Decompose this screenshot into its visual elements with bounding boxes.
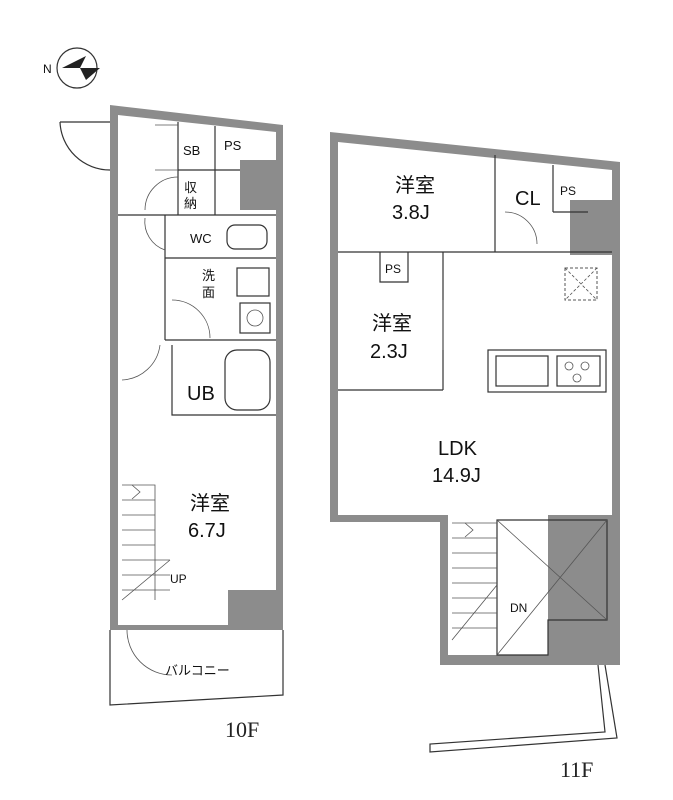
column-10F-top — [240, 160, 276, 210]
column-11F-bottom — [548, 622, 612, 655]
column-10F-bottom — [228, 590, 276, 625]
room-storage: 収納 — [184, 180, 197, 211]
stair-treads — [121, 484, 171, 601]
kitchen-sink-icon — [495, 355, 549, 387]
room-ldk-size: 14.9J — [432, 465, 481, 487]
stairs-11F[interactable] — [451, 522, 498, 641]
stair-treads-11F — [451, 522, 498, 641]
floor-10F: SB PS 収納 WC 洗面 UB 洋室 6.7J UP バルコニー 10F — [59, 105, 284, 742]
balcony-door-arc — [126, 629, 173, 676]
sink-icon — [239, 302, 271, 334]
stove-icon — [556, 355, 601, 387]
stair-arrow-icon — [131, 484, 141, 500]
toilet-icon — [226, 224, 268, 250]
room-bed2-size: 2.3J — [370, 341, 408, 363]
range-hood-icon — [564, 267, 598, 301]
floor-11F: 洋室 3.8J CL PS PS 洋室 2.3J LDK 14.9J DN 11… — [330, 132, 620, 782]
room-ps-11F-2: PS — [385, 262, 401, 276]
floor-label-11F: 11F — [560, 757, 593, 782]
room-balcony: バルコニー — [165, 663, 230, 678]
stair-arrow-icon-11F — [464, 522, 474, 538]
room-ldk-name: LDK — [438, 438, 478, 460]
room-ps-11F-1: PS — [560, 184, 576, 198]
floor-label-10F: 10F — [225, 717, 259, 742]
room-cl: CL — [515, 188, 541, 210]
cl-door-arc — [504, 211, 538, 245]
partitions-11F — [338, 155, 612, 391]
balcony-outline — [109, 630, 284, 706]
storage-door-arc — [144, 176, 179, 211]
bathtub-icon — [224, 349, 271, 411]
partitions-ub — [165, 339, 276, 416]
compass: N — [43, 47, 100, 89]
partitions-wc — [164, 215, 276, 340]
void-cross — [496, 519, 608, 656]
room-bed1-name: 洋室 — [395, 174, 435, 197]
stairs-10F[interactable] — [121, 484, 171, 601]
room-bedroom-size: 6.7J — [188, 520, 226, 542]
room-washroom: 洗面 — [202, 268, 215, 300]
compass-north-label: N — [43, 62, 52, 76]
room-bed2-name: 洋室 — [372, 312, 412, 335]
entry-door[interactable] — [59, 121, 111, 171]
room-ub: UB — [187, 383, 215, 405]
balcony-outline-11F — [429, 664, 618, 753]
stairs-up-label: UP — [170, 572, 187, 586]
north-arrow-icon — [62, 56, 100, 80]
room-sb: SB — [183, 143, 200, 158]
room-wc: WC — [190, 231, 212, 246]
room-ps-10F: PS — [224, 138, 242, 153]
partitions-10F-top — [118, 122, 276, 216]
column-11F-top — [570, 200, 612, 255]
stairs-dn-label: DN — [510, 601, 527, 615]
washer-pan-icon — [236, 267, 270, 297]
burner-icon-2 — [580, 361, 590, 371]
washroom-door-arc — [171, 299, 211, 339]
burner-icon-1 — [564, 361, 574, 371]
sink-basin-icon — [246, 309, 264, 327]
sb-doors — [155, 124, 178, 171]
range-hood-cross — [564, 267, 598, 301]
room-bed1-size: 3.8J — [392, 202, 430, 224]
wc-door-arc — [144, 217, 166, 251]
ps-box — [379, 252, 409, 283]
interior-11F — [338, 142, 612, 655]
room-bedroom-name: 洋室 — [190, 492, 230, 515]
burner-icon-3 — [572, 373, 582, 383]
corridor-door-arc — [121, 344, 161, 381]
